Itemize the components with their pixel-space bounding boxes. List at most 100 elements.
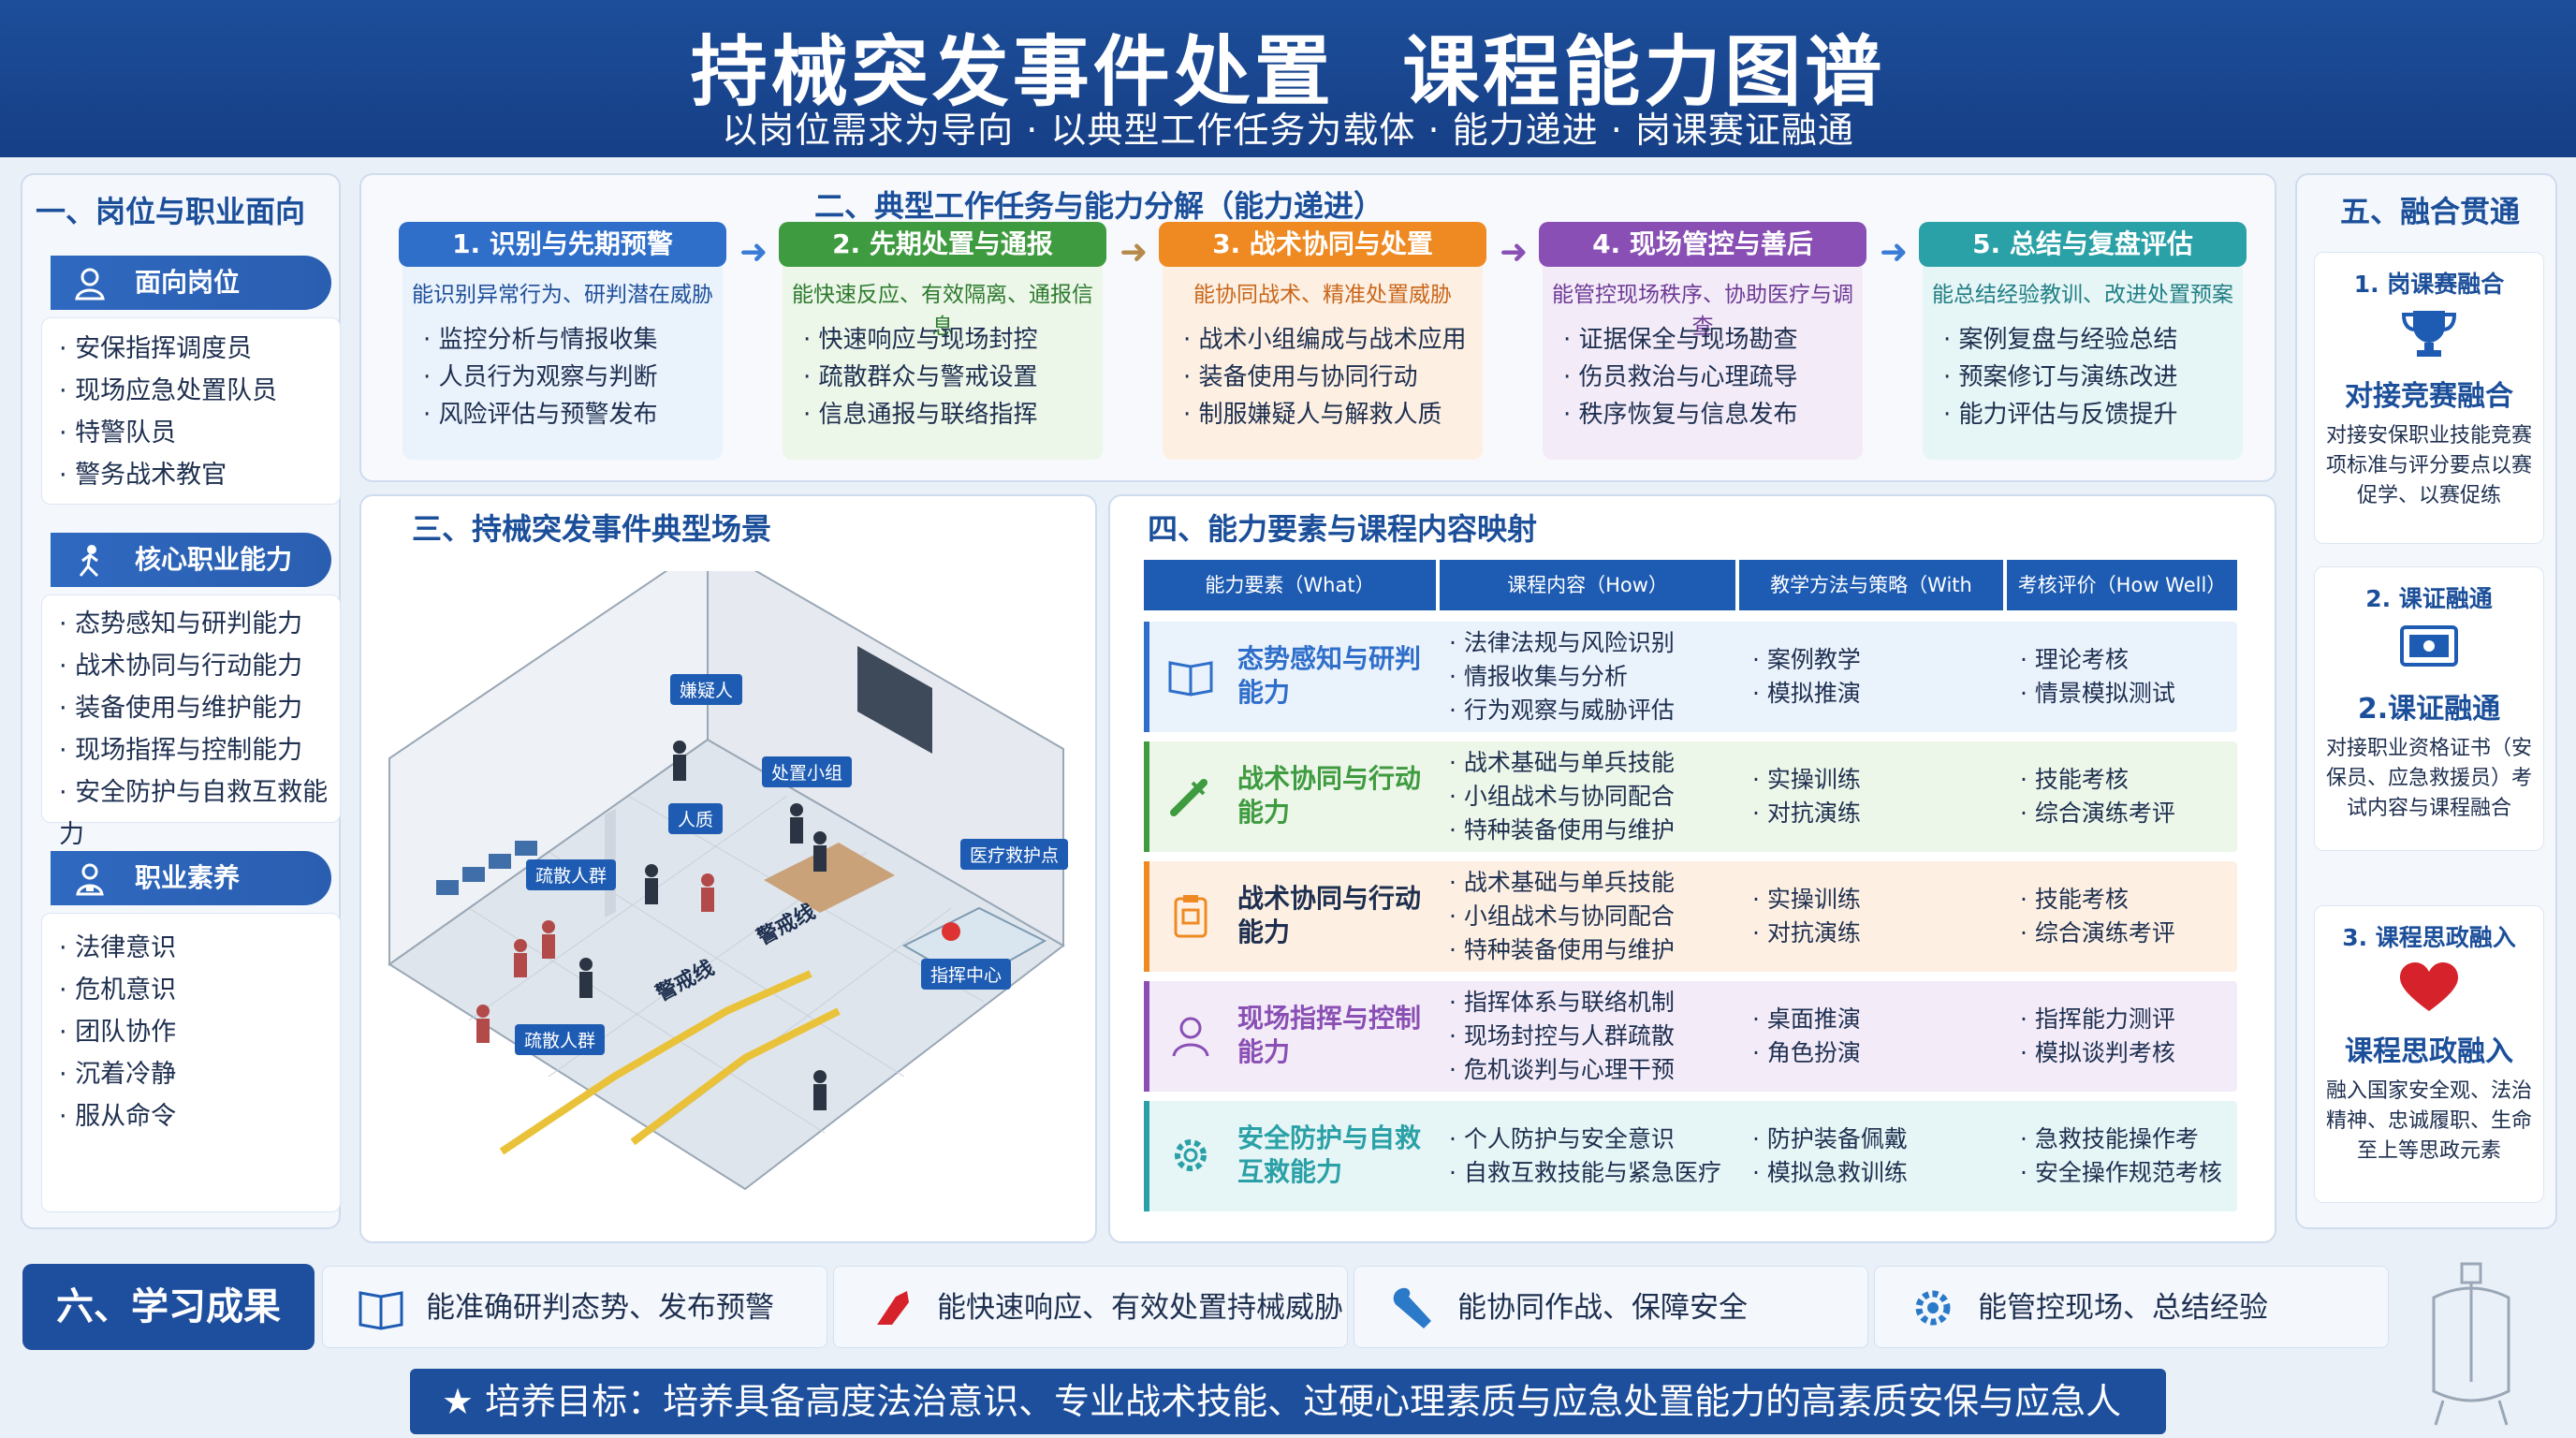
- reactor-illustration-icon: [2432, 1262, 2510, 1426]
- column-header: 考核评价（How Well）: [2007, 560, 2237, 610]
- section-title: 二、典型工作任务与能力分解（能力递进）: [814, 188, 1384, 224]
- table-row: 战术协同与行动能力 · 战术基础与单兵技能 · 小组战术与协同配合 · 特种装备…: [1144, 861, 2237, 972]
- cell-item: · 危机谈判与心理干预: [1449, 1056, 1675, 1083]
- cell-item: · 理论考核: [2020, 646, 2129, 673]
- outcome-item: 能准确研判态势、发布预警: [322, 1266, 827, 1348]
- wrench-icon: [1393, 1287, 1431, 1328]
- running-person-icon: [79, 545, 99, 578]
- cell-item: · 模拟谈判考核: [2020, 1039, 2175, 1066]
- course-content: · 战术基础与单兵技能 · 小组战术与协同配合 · 特种装备使用与维护: [1449, 741, 1675, 852]
- arrow-right-icon: ➜: [739, 233, 768, 271]
- cell-item: · 小组战术与协同配合: [1449, 902, 1675, 930]
- card-emphasis: 2.课证融通: [2357, 693, 2501, 726]
- course-content: · 指挥体系与联络机制 · 现场封控与人群疏散 · 危机谈判与心理干预: [1449, 981, 1675, 1092]
- task-title: 3. 战术协同与处置: [1159, 222, 1486, 267]
- task-card: 4. 现场管控与善后 能管控现场秩序、协助医疗与调查 · 证据保全与现场勘查 ·…: [1539, 222, 1866, 460]
- training-goal-banner: ★ 培养目标：培养具备高度法治意识、专业战术技能、过硬心理素质与应急处置能力的高…: [410, 1369, 2166, 1434]
- scene-label: 处置小组: [762, 756, 853, 787]
- cell-item: · 桌面推演: [1752, 1005, 1861, 1033]
- task-item: · 信息通报与联络指挥: [803, 401, 1038, 429]
- task-item: · 装备使用与协同行动: [1183, 363, 1418, 391]
- evaluation: · 技能考核 · 综合演练考评: [2020, 741, 2175, 852]
- cell-item: · 实操训练: [1752, 886, 1861, 913]
- cell-item: · 综合演练考评: [2020, 919, 2175, 946]
- table-row: 现场指挥与控制能力 · 指挥体系与联络机制 · 现场封控与人群疏散 · 危机谈判…: [1144, 981, 2237, 1092]
- list-item: · 安全防护与自救互救能力: [59, 778, 329, 849]
- hand-icon: [877, 1291, 909, 1325]
- evaluation: · 指挥能力测评 · 模拟谈判考核: [2020, 981, 2175, 1092]
- certificate-icon: [2400, 625, 2458, 667]
- arrow-right-icon: ➜: [1880, 233, 1909, 271]
- task-title: 5. 总结与复盘评估: [1919, 222, 2247, 267]
- ability-name: 态势感知与研判能力: [1237, 643, 1422, 708]
- cell-item: · 技能考核: [2020, 766, 2129, 793]
- scene-label: 疏散人群: [515, 1024, 606, 1055]
- scene-label: 嫌疑人: [670, 674, 743, 705]
- scene-label: 指挥中心: [921, 959, 1012, 990]
- card-description: 融入国家安全观、法治精神、忠诚履职、生命至上等思政元素: [2325, 1079, 2532, 1163]
- cell-item: · 战术基础与单兵技能: [1449, 869, 1675, 896]
- cell-item: · 指挥体系与联络机制: [1449, 989, 1675, 1016]
- course-content: · 个人防护与安全意识 · 自救互救技能与紧急医疗: [1449, 1101, 1721, 1211]
- task-subtitle: 能识别异常行为、研判潜在威胁: [412, 283, 713, 307]
- group-list: · 安保指挥调度员 · 现场应急处置队员 · 特警队员 · 警务战术教官: [41, 317, 341, 505]
- section-title: 三、持械突发事件典型场景: [412, 511, 772, 547]
- task-card: 1. 识别与先期预警 能识别异常行为、研判潜在威胁 · 监控分析与情报收集 · …: [399, 222, 726, 460]
- header-banner: 持械突发事件处置 课程能力图谱 以岗位需求为导向 · 以典型工作任务为载体 · …: [0, 0, 2576, 157]
- table-row: 态势感知与研判能力 · 法律法规与风险识别 · 情报收集与分析 · 行为观察与威…: [1144, 622, 2237, 732]
- task-subtitle: 能快速反应、有效隔离、通报信息: [792, 283, 1093, 339]
- card-description: 对接安保职业技能竞赛项标准与评分要点以赛促学、以赛促练: [2325, 424, 2532, 507]
- scene-label: 疏散人群: [526, 859, 617, 890]
- scene-illustration: [388, 571, 1065, 1191]
- task-item: · 人员行为观察与判断: [423, 363, 658, 391]
- task-item: · 快速响应与现场封控: [803, 326, 1038, 354]
- outcome-text: 能协同作战、保障安全: [1457, 1291, 1748, 1325]
- ability-name: 现场指挥与控制能力: [1237, 1003, 1422, 1067]
- list-item: · 团队协作: [59, 1018, 177, 1047]
- evaluation: · 理论考核 · 情景模拟测试: [2020, 622, 2175, 732]
- cell-item: · 特种装备使用与维护: [1449, 816, 1675, 844]
- cell-item: · 法律法规与风险识别: [1449, 629, 1675, 656]
- list-item: · 态势感知与研判能力: [59, 609, 303, 638]
- course-content: · 战术基础与单兵技能 · 小组战术与协同配合 · 特种装备使用与维护: [1449, 861, 1675, 972]
- page-title: 持械突发事件处置 课程能力图谱: [690, 28, 1886, 117]
- section-title: 一、岗位与职业面向: [36, 194, 306, 229]
- cell-item: · 角色扮演: [1752, 1039, 1861, 1066]
- card-title: 2. 课证融通: [2365, 585, 2493, 612]
- table-row: 安全防护与自救互救能力 · 个人防护与安全意识 · 自救互救技能与紧急医疗 · …: [1144, 1101, 2237, 1211]
- list-item: · 装备使用与维护能力: [59, 694, 303, 723]
- task-item: · 制服嫌疑人与解救人质: [1183, 401, 1442, 429]
- task-item: · 案例复盘与经验总结: [1943, 326, 2178, 354]
- integration-card: 2. 课证融通 2.课证融通 对接职业资格证书（安保员、应急救援员）考试内容与课…: [2314, 566, 2544, 851]
- trophy-icon: [2401, 311, 2457, 357]
- outcomes-title: 六、学习成果: [22, 1264, 315, 1350]
- list-item: · 战术协同与行动能力: [59, 652, 303, 681]
- task-card: 3. 战术协同与处置 能协同战术、精准处置威胁 · 战术小组编成与战术应用 · …: [1159, 222, 1486, 460]
- task-item: · 风险评估与预警发布: [423, 401, 658, 429]
- heart-icon: [2400, 962, 2458, 1011]
- task-item: · 证据保全与现场勘查: [1563, 326, 1798, 354]
- card-title: 1. 岗课赛融合: [2353, 271, 2505, 298]
- course-content: · 法律法规与风险识别 · 情报收集与分析 · 行为观察与威胁评估: [1449, 622, 1675, 732]
- integration-panel: 五、融合贯通 1. 岗课赛融合 对接竞赛融合 对接安保职业技能竞赛项标准与评分要…: [2295, 173, 2557, 1229]
- outcome-item: 能管控现场、总结经验: [1874, 1266, 2389, 1348]
- group-label: 面向岗位: [135, 267, 241, 298]
- person-icon: [75, 268, 105, 301]
- task-item: · 能力评估与反馈提升: [1943, 401, 2178, 429]
- arrow-right-icon: ➜: [1500, 233, 1529, 271]
- task-item: · 监控分析与情报收集: [423, 326, 658, 354]
- list-item: · 警务战术教官: [59, 461, 227, 490]
- cell-item: · 战术基础与单兵技能: [1449, 749, 1675, 776]
- gear-icon: [1175, 1139, 1207, 1171]
- cell-item: · 自救互救技能与紧急医疗: [1449, 1159, 1721, 1186]
- scene-label: 医疗救护点: [960, 839, 1069, 870]
- cell-item: · 模拟推演: [1752, 680, 1861, 707]
- task-item: · 预案修订与演练改进: [1943, 363, 2178, 391]
- teaching-method: · 实操训练 · 对抗演练: [1752, 741, 1861, 852]
- task-subtitle: 能管控现场秩序、协助医疗与调查: [1552, 283, 1853, 339]
- book-icon: [359, 1291, 403, 1330]
- group-list: · 态势感知与研判能力 · 战术协同与行动能力 · 装备使用与维护能力 · 现场…: [41, 594, 341, 849]
- section-title: 四、能力要素与课程内容映射: [1148, 511, 1538, 547]
- cell-item: · 情报收集与分析: [1449, 663, 1628, 690]
- column-header: 能力要素（What）: [1144, 560, 1436, 610]
